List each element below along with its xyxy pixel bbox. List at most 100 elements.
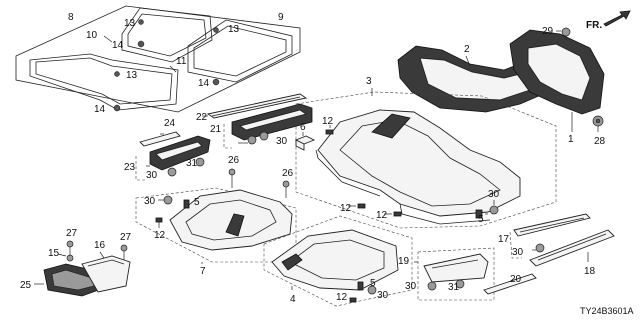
callout-15: 15 (48, 248, 60, 259)
callout-22: 22 (196, 112, 208, 123)
clip-30-icon-d (167, 167, 177, 177)
callout-27-2: 27 (120, 232, 132, 243)
callout-13: 13 (124, 18, 136, 29)
callout-12-4: 12 (376, 210, 388, 221)
callout-12: 12 (322, 116, 334, 127)
front-left-mat (121, 7, 213, 63)
tape-12-icon-e (349, 297, 357, 303)
front-arrow-icon (603, 10, 631, 27)
callout-23: 23 (124, 162, 136, 173)
callout-5-2: 5 (370, 278, 376, 289)
callout-10: 10 (86, 30, 98, 41)
clip-30-icon-f (367, 285, 377, 295)
front-right-mat (187, 19, 293, 83)
callout-12-3: 12 (340, 203, 352, 214)
tape-12-icon-a (325, 129, 334, 135)
callout-18: 18 (584, 266, 596, 277)
callout-24: 24 (164, 118, 176, 129)
tape-12-icon-c (393, 211, 402, 217)
kick-panel-21 (231, 103, 313, 141)
pin-26-icon-a (228, 168, 236, 188)
front-direction-indicator (603, 10, 631, 27)
clip-15-icon (66, 254, 74, 262)
callout-30-4: 30 (377, 290, 389, 301)
callout-27: 27 (66, 228, 78, 239)
callout-31-2: 31 (448, 282, 460, 293)
pin-26-icon-b (282, 180, 290, 198)
callout-13-2: 13 (228, 24, 240, 35)
clip-5-icon-c (357, 281, 364, 291)
callout-5: 5 (194, 197, 200, 208)
callout-6: 6 (300, 122, 306, 133)
clip-30-icon (489, 205, 499, 215)
callout-30-7: 30 (405, 281, 417, 292)
callout-26-2: 26 (282, 168, 294, 179)
callout-12-2: 12 (154, 230, 166, 241)
rear-floor-carpet (169, 189, 293, 251)
clip-30-icon-g (535, 243, 545, 253)
floor-mat-set (15, 5, 301, 113)
callout-12-5: 12 (336, 292, 348, 303)
callout-8: 8 (68, 12, 74, 23)
trim-cover-16 (81, 255, 131, 293)
floor-pad-6-icon (294, 135, 316, 151)
callout-31: 31 (186, 158, 198, 169)
callout-16: 16 (94, 240, 106, 251)
callout-2: 2 (464, 44, 470, 55)
callout-30-5: 30 (488, 189, 500, 200)
callout-14: 14 (112, 40, 124, 51)
clip-30-icon-b (247, 135, 257, 145)
callout-30: 30 (276, 136, 288, 147)
step-trim-19 (423, 253, 489, 283)
tape-12-icon-d (155, 217, 163, 223)
front-direction-label: FR. (586, 20, 602, 31)
clip-30-icon-c (259, 131, 269, 141)
clip-29-icon (561, 27, 571, 40)
callout-14-2: 14 (198, 78, 210, 89)
bolt-27-icon-a (66, 240, 74, 256)
callout-7: 7 (200, 266, 206, 277)
clip-5-icon-b (183, 199, 190, 209)
callout-1: 1 (568, 134, 574, 145)
step-trim-20 (483, 273, 537, 295)
sill-bracket-19 (417, 247, 495, 301)
callout-17: 17 (498, 234, 510, 245)
clip-30-icon-h (427, 281, 437, 291)
callout-4: 4 (290, 294, 296, 305)
trunk-floor-carpet (271, 229, 399, 291)
callout-3: 3 (366, 76, 372, 87)
callout-25: 25 (20, 280, 32, 291)
callout-11: 11 (176, 56, 187, 67)
callout-20: 20 (510, 274, 522, 285)
mat-set-outline (15, 5, 301, 113)
callout-5-3: 5 (478, 214, 484, 225)
step-garnish-23 (149, 135, 211, 171)
callout-28: 28 (594, 136, 606, 147)
tape-12-icon-b (357, 203, 366, 209)
sill-plate-17 (513, 213, 591, 237)
callout-9: 9 (278, 12, 284, 23)
front-carpet-bracket (295, 91, 557, 229)
clip-30-icon-e (163, 195, 173, 205)
carpet-heel-pad (371, 113, 411, 139)
callout-30-2: 30 (146, 170, 158, 181)
sill-plate-18 (529, 229, 615, 267)
callout-30-3: 30 (144, 196, 156, 207)
clip-5-icon (475, 209, 483, 219)
rear-mat (29, 53, 179, 111)
callout-21: 21 (210, 124, 222, 135)
clip-31-icon (195, 157, 205, 167)
step-garnish-24 (139, 131, 181, 147)
callout-26: 26 (228, 155, 240, 166)
diagram-code: TY24B3601A (580, 306, 634, 316)
dashboard-insulator (397, 29, 605, 115)
front-floor-carpet (315, 109, 521, 225)
trunk-carpet-bracket (263, 215, 413, 307)
callout-30-6: 30 (512, 247, 524, 258)
clip-31-icon-b (455, 279, 465, 289)
sill-trim-22 (206, 93, 308, 119)
sill-bracket-17 (509, 231, 522, 259)
callout-13-3: 13 (126, 70, 138, 81)
